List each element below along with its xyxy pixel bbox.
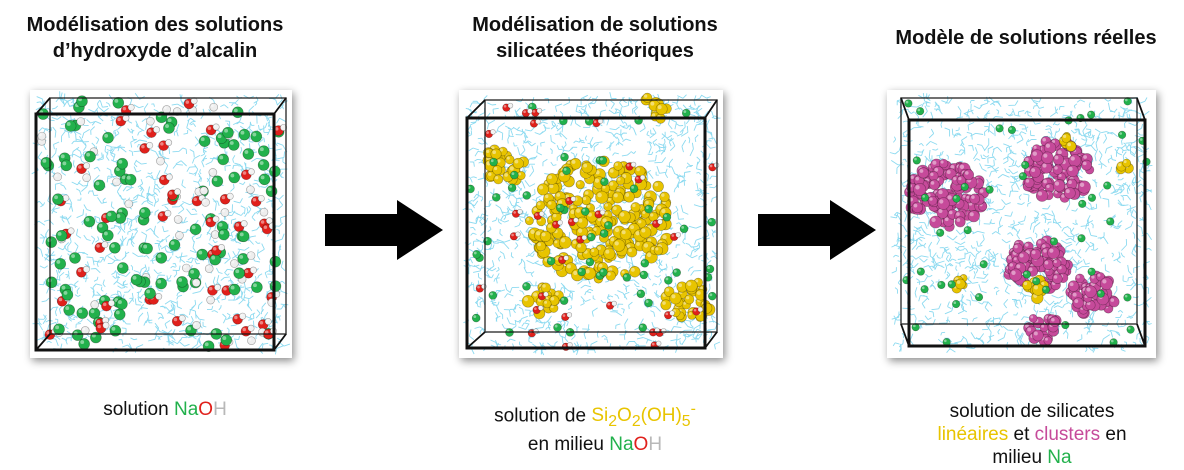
simulation-box-edges xyxy=(465,99,718,350)
panel1-simulation-box xyxy=(30,90,292,358)
clusters-label: clusters xyxy=(1034,424,1101,445)
silicate-clusters-atoms xyxy=(902,97,1151,347)
right-arrow-icon xyxy=(325,200,445,260)
silicate-formula: Si2O2(OH)5- xyxy=(591,401,696,430)
formula-o-sub: 2 xyxy=(631,413,641,431)
real-solution-box-visualization xyxy=(889,93,1153,353)
panel3-caption: solution de silicates linéaires et clust… xyxy=(900,400,1164,469)
naoh-box-visualization xyxy=(31,91,291,355)
formula-oh: (OH) xyxy=(640,405,682,427)
formula-charge: - xyxy=(690,401,696,418)
na-label: Na xyxy=(609,434,634,456)
panel1-title: Modélisation des solutions d’hydroxyde d… xyxy=(0,12,310,64)
right-arrow-icon xyxy=(758,200,878,260)
caption-text: milieu xyxy=(992,447,1048,468)
panel1-caption: solution NaOH xyxy=(40,398,290,421)
h-label: H xyxy=(213,399,227,420)
panel2-simulation-box xyxy=(459,90,723,358)
na-label: Na xyxy=(1047,447,1072,468)
panel2-caption-line2: en milieu NaOH xyxy=(455,433,735,456)
panel2-title-line1: Modélisation de solutions xyxy=(472,14,718,36)
caption-text: en milieu xyxy=(527,434,610,456)
silicate-box-visualization xyxy=(462,92,721,356)
sodium-hydroxide-atoms xyxy=(37,95,288,353)
caption-text: en xyxy=(1100,424,1127,445)
panel1-title-line1: Modélisation des solutions xyxy=(26,14,284,36)
caption-text: et xyxy=(1008,424,1035,445)
panel3-simulation-box xyxy=(887,90,1156,358)
caption-text: solution de xyxy=(494,405,592,427)
o-label: O xyxy=(198,399,214,420)
panel1-title-line2: d’hydroxyde d’alcalin xyxy=(52,40,258,62)
formula-si: Si xyxy=(591,405,609,427)
panel2-caption-line1: solution de Si2O2(OH)5- xyxy=(455,398,735,433)
h-label: H xyxy=(648,434,663,456)
simulation-box-edges xyxy=(34,97,287,352)
formula-si-sub: 2 xyxy=(608,413,618,431)
formula-o: O xyxy=(617,405,632,427)
panel3-title: Modèle de solutions réelles xyxy=(868,25,1184,51)
caption-text: solution xyxy=(103,399,174,420)
panel2-caption: solution de Si2O2(OH)5- en milieu NaOH xyxy=(455,398,735,456)
panel3-caption-line2: linéaires et clusters en xyxy=(900,423,1164,446)
o-label: O xyxy=(633,434,649,456)
na-label: Na xyxy=(173,399,199,420)
panel3-caption-line1: solution de silicates xyxy=(949,401,1115,422)
panel3-caption-line3: milieu Na xyxy=(900,446,1164,469)
formula-oh-sub: 5 xyxy=(681,413,691,431)
panel2-title: Modélisation de solutions silicatées thé… xyxy=(440,12,750,64)
lineaires-label: linéaires xyxy=(937,424,1009,445)
panel3-title-line1: Modèle de solutions réelles xyxy=(895,27,1157,49)
simulation-box-edges xyxy=(900,97,1147,348)
silicate-and-naoh-atoms xyxy=(466,92,720,351)
panel2-title-line2: silicatées théoriques xyxy=(496,40,694,62)
